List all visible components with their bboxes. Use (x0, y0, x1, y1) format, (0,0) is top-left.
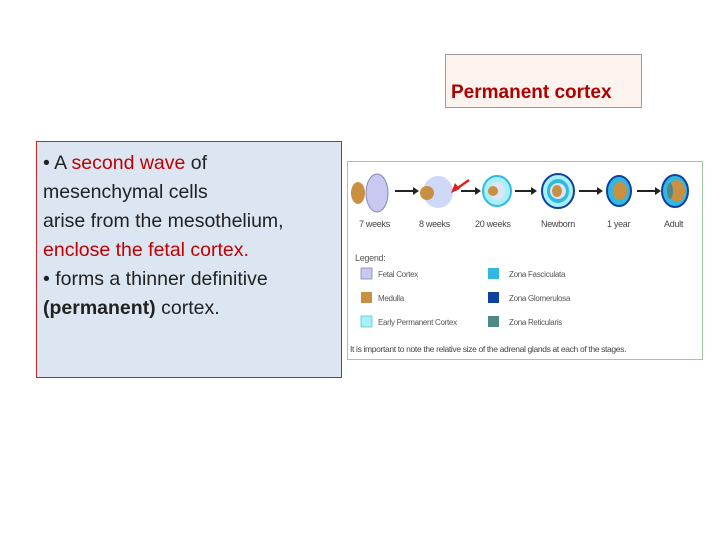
stage-label-8-weeks: 8 weeks (419, 219, 451, 229)
bullet-line-5: • forms a thinner definitive (43, 268, 268, 290)
legend-swatch-zona-reticularis (488, 316, 499, 327)
stage-label-adult: Adult (664, 219, 684, 229)
bullet-line-1-prefix: • A (43, 152, 72, 174)
arrow-head-icon (655, 187, 661, 195)
legend-label-medulla: Medulla (378, 294, 405, 303)
fetal-cortex-shape (365, 173, 389, 213)
stage-label-7-weeks: 7 weeks (359, 219, 391, 229)
highlight-arrow-head-icon (451, 183, 460, 193)
medulla-shape (613, 182, 627, 200)
bullet-line-2: mesenchymal cells (43, 181, 208, 203)
legend-label-early-permanent-cortex: Early Permanent Cortex (378, 318, 457, 327)
arrow-head-icon (475, 187, 481, 195)
bullet-line-1-rest: of (185, 152, 208, 174)
bullet-line-3: arise from the mesothelium, (43, 210, 284, 232)
legend-title: Legend: (355, 253, 385, 263)
bullet-line-6: (permanent) cortex. (43, 294, 339, 323)
legend-swatch-zona-fasciculata (488, 268, 499, 279)
medulla-shape (669, 180, 685, 202)
medulla-shape (488, 186, 498, 196)
arrow-head-icon (597, 187, 603, 195)
bullet-text: • A second wave of mesenchymal cells ari… (43, 149, 339, 323)
legend-swatch-fetal-cortex (360, 267, 373, 280)
arrow-head-icon (413, 187, 419, 195)
legend-label-zona-fasciculata: Zona Fasciculata (509, 270, 566, 279)
medulla-shape (420, 186, 434, 200)
bullet-line-6-rest: cortex. (155, 297, 220, 319)
bullet-line-4: enclose the fetal cortex. (43, 239, 249, 261)
adrenal-development-figure (347, 161, 703, 360)
arrow-head-icon (531, 187, 537, 195)
medulla-shape (552, 185, 562, 197)
legend-swatch-early-permanent-cortex (360, 315, 373, 328)
legend-swatch-medulla (361, 292, 372, 303)
stage-label-20-weeks: 20 weeks (475, 219, 511, 229)
legend-label-zona-glomerulosa: Zona Glomerulosa (509, 294, 571, 303)
legend-swatch-zona-glomerulosa (488, 292, 499, 303)
second-wave-highlight: second wave (71, 152, 186, 174)
bullet-text-box (36, 141, 342, 378)
stage-newborn-gland (541, 173, 575, 209)
stage-1-year-gland (606, 175, 632, 207)
adrenal-development-diagram: 7 weeks 8 weeks 20 weeks Newborn 1 year … (350, 173, 689, 354)
permanent-bold: (permanent) (43, 297, 156, 319)
stage-7-weeks-gland (351, 173, 389, 213)
slide-title: Permanent cortex (451, 82, 612, 103)
fetal-cortex-shape (423, 176, 453, 208)
legend-label-zona-reticularis: Zona Reticularis (509, 318, 562, 327)
stage-label-1-year: 1 year (607, 219, 631, 229)
stage-label-newborn: Newborn (541, 219, 575, 229)
title-box (445, 54, 642, 108)
stage-adult-gland (661, 174, 689, 208)
medulla-shape (351, 182, 365, 204)
stage-8-weeks-gland (420, 176, 453, 208)
zona-reticularis-shape (667, 183, 673, 199)
figure-caption: It is important to note the relative siz… (350, 344, 626, 354)
legend-label-fetal-cortex: Fetal Cortex (378, 270, 418, 279)
bullet-line-1: • A second wave of (43, 149, 339, 178)
stage-20-weeks-gland (482, 175, 512, 207)
